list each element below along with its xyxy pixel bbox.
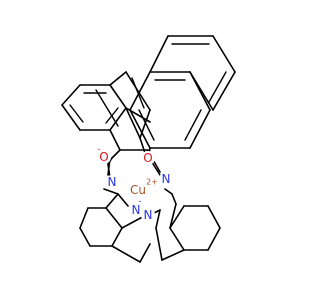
oxygen-charge-left: - <box>98 145 101 154</box>
bond <box>117 193 129 207</box>
nitrogen-charge-lower-left: - <box>139 197 142 206</box>
bond <box>69 104 84 123</box>
bond <box>109 129 121 151</box>
bond <box>207 227 221 251</box>
bond <box>109 84 127 109</box>
bond <box>169 205 185 229</box>
bond <box>105 207 123 229</box>
bond <box>155 209 161 229</box>
bond <box>164 188 173 195</box>
atom-labels: O - O - N N Cu 2+ N - N <box>97 145 173 222</box>
bond <box>212 35 236 73</box>
bond <box>129 71 151 111</box>
bond <box>129 109 151 149</box>
bond <box>212 71 236 111</box>
bond <box>109 71 127 86</box>
bond <box>125 107 151 123</box>
bond <box>111 245 141 263</box>
bond <box>207 205 221 229</box>
bond <box>139 243 151 263</box>
bond <box>95 89 119 127</box>
bond <box>109 107 127 131</box>
bond <box>61 104 81 131</box>
bond <box>125 71 151 111</box>
bond <box>111 227 123 247</box>
oxygen-charge-right: - <box>156 162 159 171</box>
bond <box>169 227 185 251</box>
bond <box>149 35 169 73</box>
bond <box>139 109 151 139</box>
nitrogen-atom-lower-left: N <box>132 203 141 217</box>
bond <box>171 193 177 205</box>
right-naphthalene <box>129 35 236 163</box>
right-cyclohexyl <box>155 193 221 261</box>
oxygen-atom-left: O <box>99 150 108 164</box>
bond <box>155 227 163 261</box>
bond <box>79 207 89 229</box>
bond <box>169 203 177 229</box>
oxygen-atom-right: O <box>143 151 152 165</box>
bond <box>189 109 211 149</box>
bond <box>61 84 81 106</box>
bond <box>105 193 119 209</box>
copper-charge: 2+ <box>146 178 158 187</box>
bond <box>111 149 121 159</box>
bond <box>184 109 202 141</box>
bond <box>208 71 227 103</box>
left-naphthalene <box>61 71 151 163</box>
bond <box>79 227 91 247</box>
left-cyclohexyl <box>79 193 151 263</box>
bond <box>103 188 119 195</box>
copper-atom: Cu <box>130 183 146 197</box>
nitrogen-atom-lower-right: N <box>144 208 153 222</box>
bond <box>138 109 155 141</box>
nitrogen-atom-upper-right: N <box>162 172 171 186</box>
bond <box>189 71 214 111</box>
bond <box>125 107 141 139</box>
molecule-structure: O - O - N N Cu 2+ N - N <box>61 35 236 263</box>
bond <box>161 249 185 261</box>
bond <box>131 77 145 109</box>
nitrogen-atom-upper-left: N <box>108 175 117 189</box>
